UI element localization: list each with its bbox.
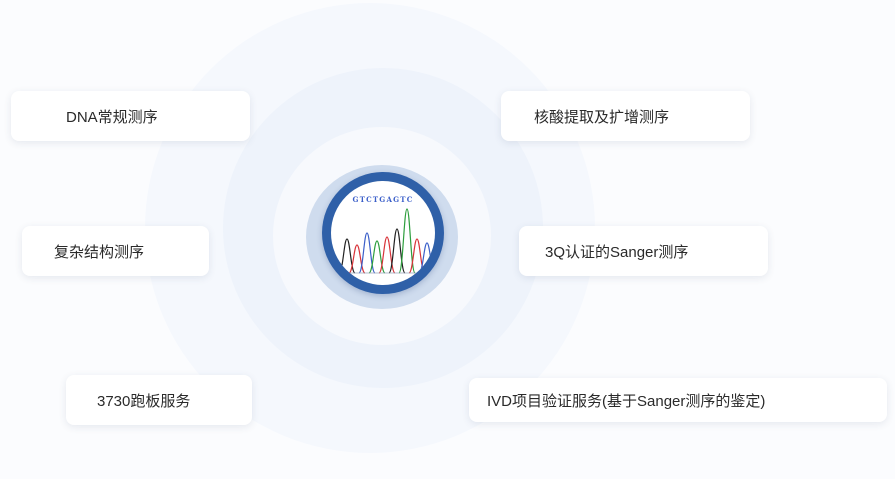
service-card-3q-sanger-sequencing[interactable]: 3Q认证的Sanger测序: [519, 226, 768, 276]
service-card-dna-routine-sequencing[interactable]: DNA常规测序: [11, 91, 250, 141]
service-card-label: 3730跑板服务: [97, 392, 191, 410]
sanger-chromatogram-icon: GTCTGAGTC: [331, 181, 435, 285]
service-card-label: 复杂结构测序: [54, 243, 145, 261]
service-card-3730-plate-service[interactable]: 3730跑板服务: [66, 375, 252, 425]
sequence-label: GTCTGAGTC: [353, 195, 414, 204]
service-card-nucleic-acid-extraction[interactable]: 核酸提取及扩增测序: [501, 91, 750, 141]
service-card-label: DNA常规测序: [66, 108, 158, 126]
service-card-label: 3Q认证的Sanger测序: [545, 243, 689, 261]
service-card-label: 核酸提取及扩增测序: [534, 108, 670, 126]
service-card-ivd-validation-service[interactable]: IVD项目验证服务(基于Sanger测序的鉴定): [469, 378, 887, 422]
service-card-complex-structure-sequencing[interactable]: 复杂结构测序: [22, 226, 209, 276]
center-badge: GTCTGAGTC: [322, 172, 444, 294]
chromatogram-traces: [335, 208, 435, 274]
service-card-label: IVD项目验证服务(基于Sanger测序的鉴定): [487, 392, 766, 410]
